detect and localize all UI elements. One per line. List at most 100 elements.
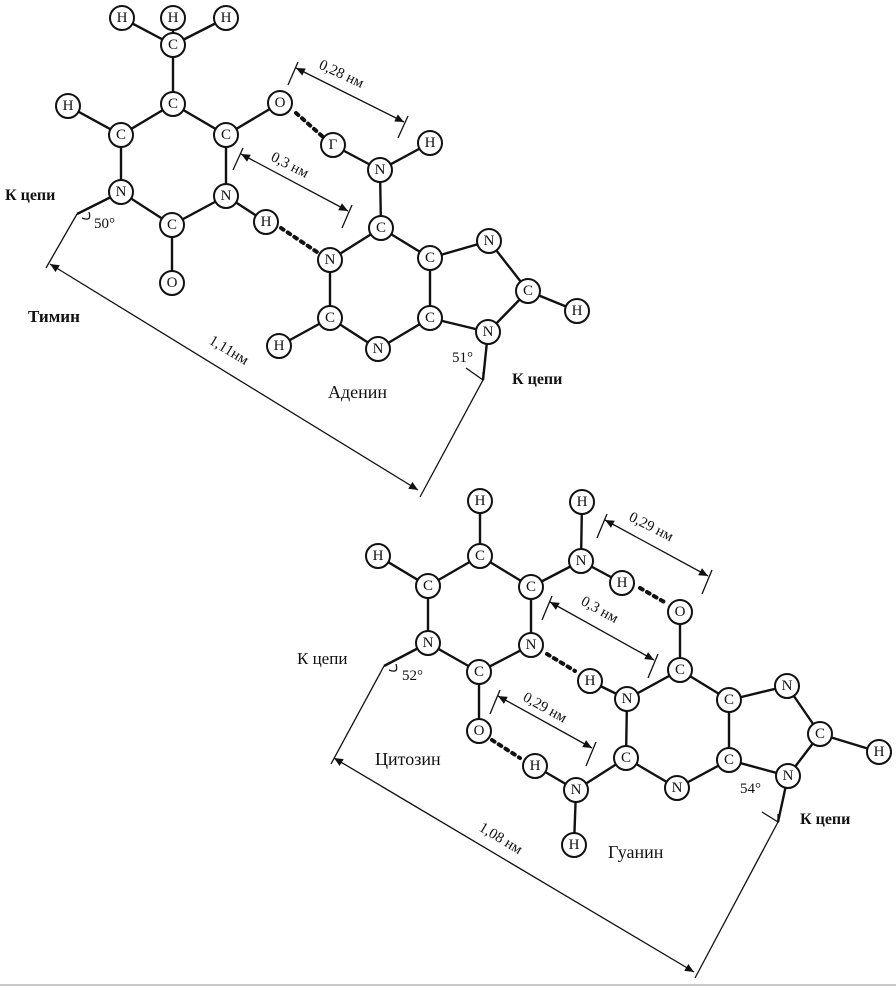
cytosine-guanine-pair: H C H C C N N C O H N H O C H N N C C H … — [297, 488, 892, 979]
chain-label-guanine: К цепи — [800, 811, 850, 828]
svg-text:O: O — [675, 604, 686, 620]
atom-h: H — [213, 5, 239, 31]
svg-text:H: H — [577, 494, 588, 510]
dim-108-label: 1,08 нм — [476, 820, 525, 858]
atom-h: H — [109, 5, 135, 31]
guanine-label: Гуанин — [608, 842, 664, 862]
svg-text:C: C — [815, 726, 825, 742]
guanine-atoms: H N H O C H N N C C H C C H N N N H — [522, 489, 892, 858]
dim-028-label: 0,28 нм — [316, 57, 366, 92]
svg-text:C: C — [425, 250, 435, 266]
atom-n: N — [415, 630, 441, 656]
atom-c: C — [213, 122, 239, 148]
svg-text:H: H — [475, 493, 486, 509]
cytosine-label: Цитозин — [375, 749, 441, 769]
cytosine-atoms: H C H C C N N C O — [365, 488, 544, 744]
svg-text:N: N — [571, 782, 582, 798]
svg-text:N: N — [423, 635, 434, 651]
svg-text:H: H — [117, 10, 128, 26]
atom-n: N — [568, 548, 594, 574]
atom-h: H — [564, 298, 590, 324]
svg-text:H: H — [572, 303, 583, 319]
svg-text:H: H — [425, 135, 436, 151]
svg-text:H: H — [261, 214, 272, 230]
svg-text:C: C — [523, 283, 533, 299]
svg-text:N: N — [622, 691, 633, 707]
svg-text:C: C — [474, 664, 484, 680]
angle-mark-right: 51° — [452, 350, 484, 382]
angle-mark-right: 54° — [740, 781, 779, 824]
svg-text:N: N — [672, 780, 683, 796]
chain-label-thymine: К цепи — [5, 187, 55, 204]
atom-c: C — [466, 659, 492, 685]
svg-text:H: H — [63, 98, 74, 114]
svg-text:C: C — [168, 37, 178, 53]
svg-text:54°: 54° — [740, 781, 761, 797]
atom-odd: Г — [320, 132, 346, 158]
atom-n: N — [774, 673, 800, 699]
svg-text:N: N — [221, 188, 232, 204]
atom-c: C — [518, 574, 544, 600]
atom-h: H — [365, 543, 391, 569]
hbond-o-h-bottom — [490, 738, 522, 760]
atom-o: O — [159, 270, 185, 296]
svg-text:H: H — [530, 758, 541, 774]
atom-c: C — [108, 122, 134, 148]
svg-text:O: O — [275, 95, 286, 111]
svg-text:C: C — [675, 662, 685, 678]
atom-c: C — [368, 215, 394, 241]
svg-text:N: N — [483, 324, 494, 340]
atom-h: H — [253, 209, 279, 235]
dim-029-bottom-label: 0,29 нм — [520, 690, 570, 727]
cytosine-bonds — [377, 501, 582, 731]
svg-text:C: C — [423, 578, 433, 594]
svg-text:C: C — [425, 310, 435, 326]
atom-c: C — [467, 543, 493, 569]
atom-h: H — [561, 832, 587, 858]
svg-text:N: N — [116, 184, 127, 200]
atom-n: N — [108, 179, 134, 205]
dim-03-gc-label: 0,3 нм — [578, 594, 621, 628]
angle-mark-left: 50° — [81, 211, 115, 232]
svg-text:Г: Г — [329, 137, 338, 153]
svg-text:C: C — [325, 310, 335, 326]
svg-text:H: H — [874, 744, 885, 760]
svg-text:N: N — [325, 252, 336, 268]
svg-text:N: N — [373, 341, 384, 357]
atom-n: N — [367, 157, 393, 183]
atom-h: H — [609, 570, 635, 596]
svg-text:C: C — [526, 579, 536, 595]
svg-text:C: C — [376, 220, 386, 236]
svg-text:C: C — [621, 750, 631, 766]
svg-text:C: C — [168, 96, 178, 112]
atom-h: H — [866, 739, 892, 765]
svg-text:H: H — [168, 10, 179, 26]
atom-h: H — [160, 5, 186, 31]
svg-text:50°: 50° — [94, 216, 115, 232]
atom-c: C — [613, 745, 639, 771]
dim-029-top-label: 0,29 нм — [626, 509, 676, 545]
svg-text:O: O — [474, 723, 485, 739]
hbond-o-h — [294, 111, 324, 138]
thymine-adenine-pair: H H H C C H C C O N N C H O Г H N C N N … — [5, 5, 590, 498]
atom-h: H — [467, 488, 493, 514]
atom-n: N — [213, 183, 239, 209]
svg-text:H: H — [221, 10, 232, 26]
svg-text:H: H — [617, 575, 628, 591]
atom-c: C — [317, 305, 343, 331]
atom-n: N — [614, 686, 640, 712]
atom-h: H — [522, 753, 548, 779]
dim-03: 0,3 нм — [232, 147, 353, 229]
chain-label-adenine: К цепи — [512, 371, 562, 388]
svg-text:C: C — [116, 127, 126, 143]
atom-n: N — [518, 632, 544, 658]
atom-h: H — [55, 93, 81, 119]
svg-text:N: N — [526, 637, 537, 653]
dim-028: 0,28 нм — [287, 57, 409, 139]
svg-text:N: N — [484, 233, 495, 249]
atom-c: C — [417, 305, 443, 331]
svg-text:N: N — [375, 162, 386, 178]
atom-c: C — [515, 278, 541, 304]
svg-text:C: C — [724, 692, 734, 708]
